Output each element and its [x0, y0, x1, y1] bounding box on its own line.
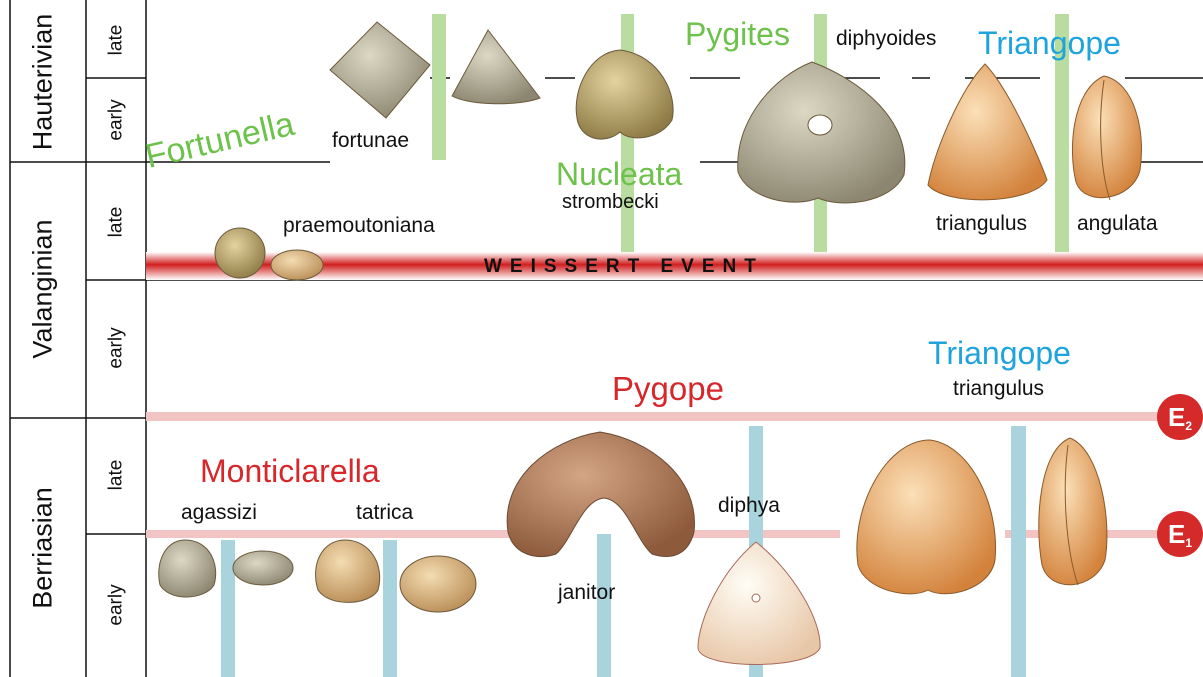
substage-label-berriasian-late: late — [107, 460, 126, 491]
species-label-diphya: diphya — [718, 495, 780, 516]
stage-label-berriasian: Berriasian — [30, 487, 57, 609]
event-badge-e2-sub: 2 — [1185, 419, 1192, 433]
genus-label-monticlarella: Monticlarella — [200, 455, 380, 487]
genus-label-nucleata: Nucleata — [556, 158, 682, 190]
species-label-angulata: angulata — [1077, 213, 1158, 234]
fossil-fortunae — [330, 22, 430, 118]
fossil-triangulus-top — [928, 64, 1047, 200]
fossil-triangope-side — [1039, 438, 1107, 585]
species-label-strombecki: strombecki — [562, 192, 659, 212]
substage-label-valanginian-late: late — [107, 207, 126, 238]
substage-label-valanginian-early: early — [107, 327, 126, 368]
species-label-tatrica: tatrica — [356, 502, 413, 523]
event-badge-e1-sub: 1 — [1185, 536, 1192, 550]
species-label-praemoutoniana: praemoutoniana — [283, 215, 435, 236]
stage-label-hauterivian: Hauterivian — [30, 14, 57, 151]
species-label-triangulus-mid: triangulus — [953, 378, 1044, 399]
substage-label-hauterivian-late: late — [107, 25, 126, 56]
genus-label-pygope: Pygope — [612, 372, 724, 405]
species-label-agassizi: agassizi — [181, 502, 257, 523]
weissert-event-label: WEISSERT EVENT — [484, 257, 764, 276]
event-badge-e2-letter: E — [1168, 402, 1185, 432]
fossil-diphyoides — [738, 62, 905, 203]
substage-label-berriasian-early: early — [107, 584, 126, 625]
species-label-janitor: janitor — [558, 582, 615, 603]
species-label-triangulus-top: triangulus — [936, 213, 1027, 234]
genus-label-pygites: Pygites — [685, 18, 790, 50]
fossil-diphya — [698, 542, 820, 665]
species-label-diphyoides: diphyoides — [836, 28, 936, 49]
dashed-boundaries — [146, 78, 1203, 162]
event-badge-e1: E1 — [1157, 511, 1203, 557]
fossil-triangulus-bottom — [857, 440, 996, 594]
substage-label-hauterivian-early: early — [107, 99, 126, 140]
event-badge-e1-letter: E — [1168, 519, 1185, 549]
fossil-strombecki — [576, 50, 673, 139]
event-badge-e2: E2 — [1157, 394, 1203, 440]
genus-label-triangope-mid: Triangope — [928, 337, 1071, 369]
species-label-fortunae: fortunae — [332, 130, 409, 151]
fossil-fortunae-side — [452, 30, 540, 104]
genus-label-triangope-top: Triangope — [978, 27, 1121, 59]
stage-label-valanginian: Valanginian — [30, 219, 57, 358]
fossil-angulata — [1072, 76, 1141, 200]
